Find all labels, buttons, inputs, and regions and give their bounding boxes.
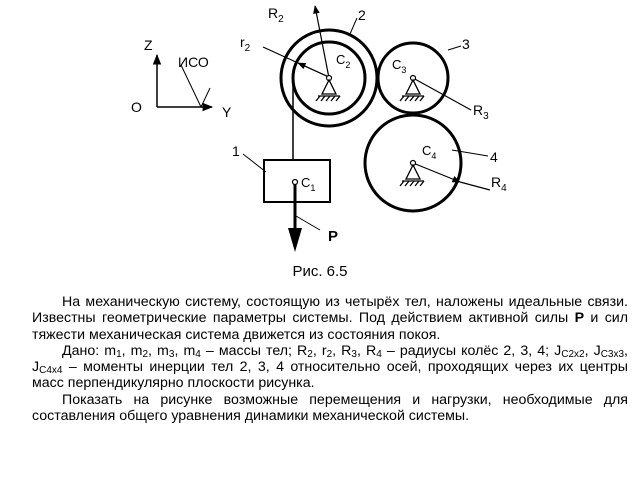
label-C2: C2: [336, 52, 350, 70]
paragraph-2: Дано: m1, m2, m3, m4 – массы тел; R2, r2…: [32, 342, 628, 392]
figure-caption: Рис. 6.5: [292, 263, 348, 280]
z-axis-label: Z: [144, 37, 153, 53]
label-body-4: 4: [490, 149, 498, 165]
label-C1: C1: [301, 175, 315, 193]
label-body-2: 2: [358, 7, 366, 23]
wheel-3: [376, 41, 472, 115]
label-R4: R4: [491, 174, 507, 194]
label-body-1: 1: [232, 143, 240, 159]
label-R2: R2: [268, 5, 284, 25]
coordinate-axes: Z O Y ИСО: [131, 37, 232, 120]
paragraph-3: Показать на рисунке возможные перемещени…: [32, 391, 628, 425]
label-C4: C4: [422, 143, 436, 161]
body-1: [242, 78, 331, 252]
label-r2: r2: [240, 34, 251, 54]
mechanism-diagram: Z O Y ИСО: [131, 5, 507, 252]
label-body-3: 3: [462, 36, 470, 52]
problem-text: На механическую систему, состоящую из че…: [32, 294, 628, 424]
hinge-supports: [315, 78, 425, 187]
iso-label: ИСО: [178, 54, 209, 70]
y-axis-label: Y: [222, 104, 232, 120]
wheel-4: [363, 113, 491, 213]
origin-label: O: [131, 99, 142, 115]
label-C3: C3: [392, 57, 406, 75]
label-force-P: P: [328, 228, 338, 245]
label-R3: R3: [473, 102, 489, 122]
paragraph-1: На механическую систему, состоящую из че…: [32, 294, 628, 343]
